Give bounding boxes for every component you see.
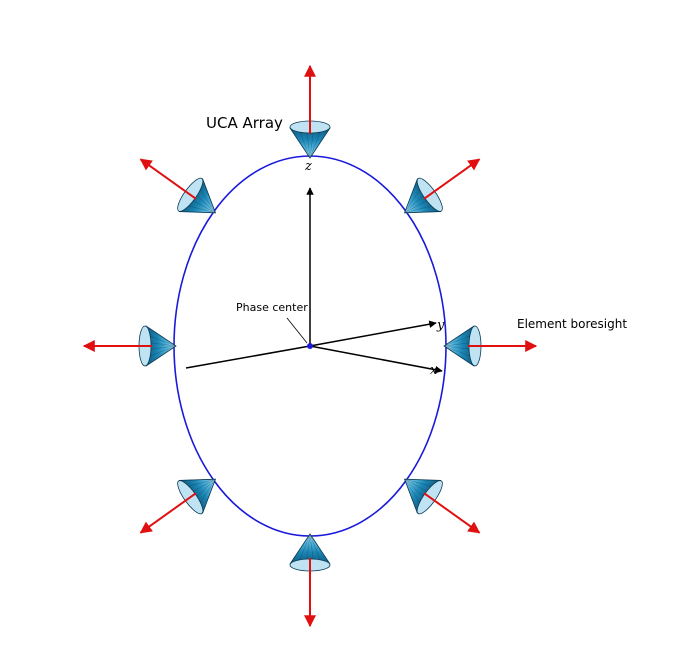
phase-center-pointer (286, 317, 308, 344)
phase-center-point (307, 343, 313, 349)
neg-y-axis (185, 345, 311, 369)
diagram-title: UCA Array (206, 114, 283, 132)
antenna-element (173, 174, 228, 230)
antenna-element (392, 174, 447, 230)
boresight-arrow (423, 158, 481, 200)
antenna-element (173, 462, 228, 518)
x-axis (309, 345, 443, 374)
x-axis-label: x (430, 363, 438, 378)
boresight-arrow (139, 158, 197, 200)
z-axis-label: z (304, 159, 312, 174)
array-elements (82, 64, 538, 628)
boresight-arrow (423, 492, 481, 534)
y-axis-label: y (436, 318, 445, 333)
antenna-element (392, 462, 447, 518)
phase-center-label: Phase center (236, 301, 308, 314)
y-axis (309, 320, 437, 347)
boresight-arrow (139, 492, 197, 534)
element-boresight-label: Element boresight (517, 317, 627, 331)
